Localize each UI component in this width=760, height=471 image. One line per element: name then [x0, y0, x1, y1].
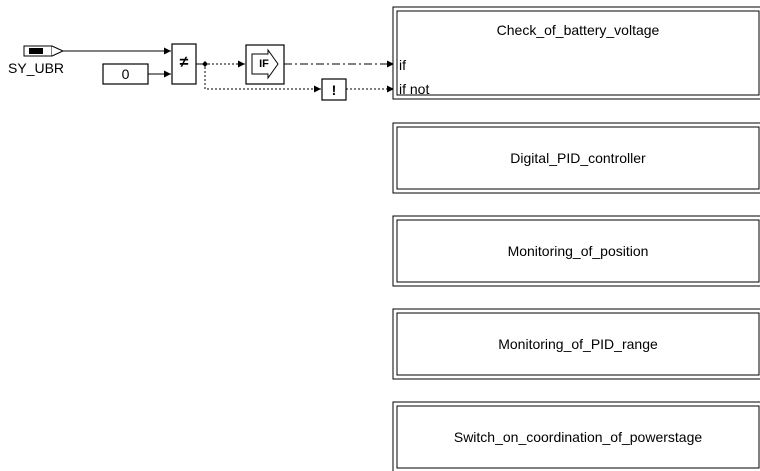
subsystem-title: Digital_PID_controller: [510, 150, 646, 166]
subsystem-monitoring-of-pid-range[interactable]: [392, 308, 760, 380]
subsystem-title: Switch_on_coordination_of_powerstage: [453, 429, 703, 445]
input-port-icon[interactable]: [23, 45, 65, 57]
constant-value: 0: [121, 66, 130, 82]
junction-dot: [202, 61, 208, 67]
subsystem-title: Check_of_battery_voltage: [496, 22, 660, 38]
compare-operator-icon: ≠: [179, 54, 189, 71]
not-block-symbol: !: [331, 82, 337, 98]
subsystem-title: Monitoring_of_PID_range: [498, 336, 658, 352]
subsystem-title: Monitoring_of_position: [507, 243, 649, 259]
if-block-symbol: IF: [259, 58, 269, 70]
input-label-if-not: if not: [399, 81, 430, 97]
if-block[interactable]: [245, 44, 285, 85]
input-label-if: if: [399, 57, 406, 73]
subsystem-check-battery-voltage[interactable]: [392, 6, 760, 100]
wire-to-not-block: [204, 67, 321, 93]
subsystem-digital-pid-controller[interactable]: [392, 122, 760, 194]
subsystem-monitoring-of-position[interactable]: [392, 215, 760, 287]
input-signal-label: SY_UBR: [8, 60, 65, 76]
subsystem-switch-on-coordination[interactable]: [392, 401, 760, 471]
